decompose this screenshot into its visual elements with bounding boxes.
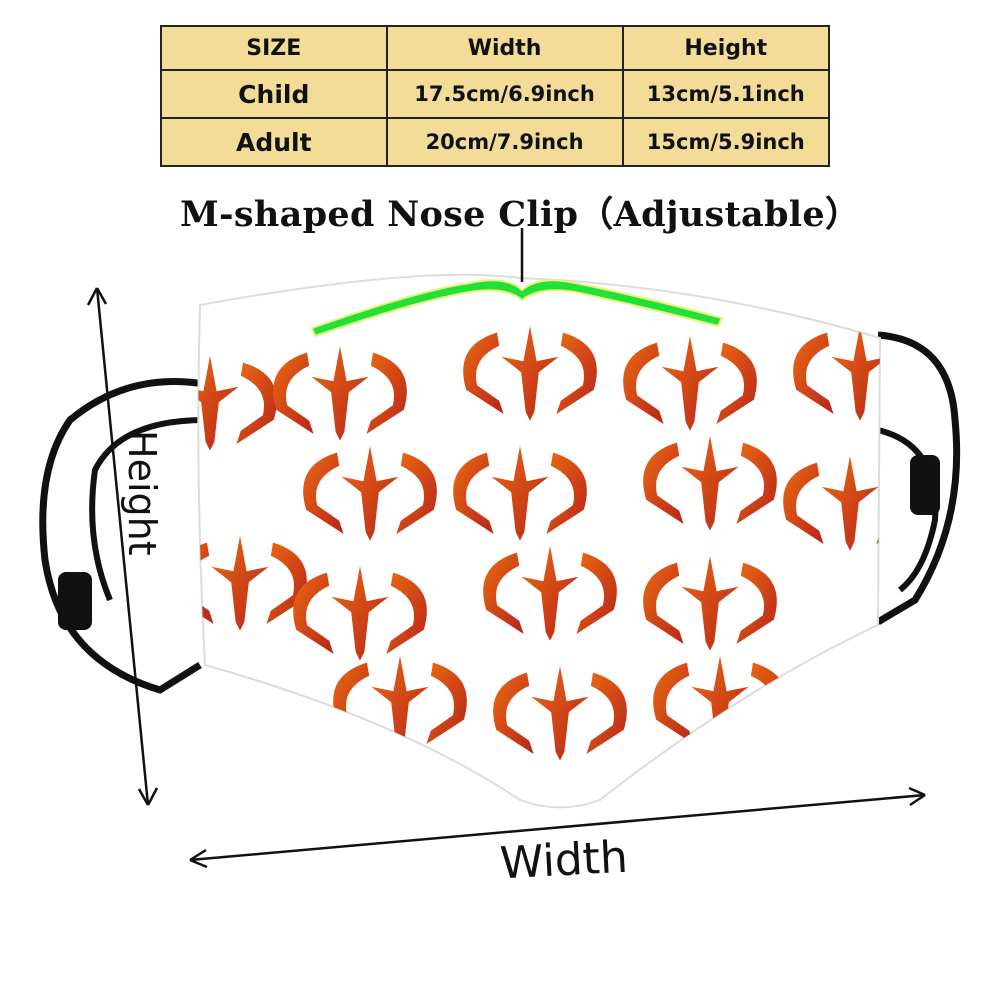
- nose-clip-title: M-shaped Nose Clip（Adjustable）: [180, 194, 861, 235]
- size-width: 17.5cm/6.9inch: [385, 69, 624, 119]
- size-name: Adult: [160, 117, 388, 167]
- ear-loop-right: [876, 331, 961, 626]
- ear-loop-left: [39, 378, 211, 694]
- height-arrow: [86, 287, 159, 806]
- size-row-adult: Adult 20cm/7.9inch 15cm/5.9inch: [160, 117, 831, 167]
- size-width: 20cm/7.9inch: [385, 117, 624, 167]
- width-arrow: [189, 786, 926, 869]
- size-table-header: SIZE Width Height: [160, 25, 831, 71]
- size-name: Child: [160, 69, 388, 119]
- mask-body: [197, 273, 882, 809]
- size-height: 13cm/5.1inch: [621, 69, 831, 119]
- size-table: SIZE Width Height Child 17.5cm/6.9inch 1…: [160, 25, 831, 167]
- height-label: Height: [120, 430, 164, 556]
- size-height: 15cm/5.9inch: [621, 117, 831, 167]
- header-height: Height: [621, 25, 831, 71]
- width-label: Width: [498, 831, 630, 890]
- size-row-child: Child 17.5cm/6.9inch 13cm/5.1inch: [160, 69, 831, 119]
- header-size: SIZE: [160, 25, 388, 71]
- header-width: Width: [385, 25, 624, 71]
- nose-clip: [310, 228, 724, 338]
